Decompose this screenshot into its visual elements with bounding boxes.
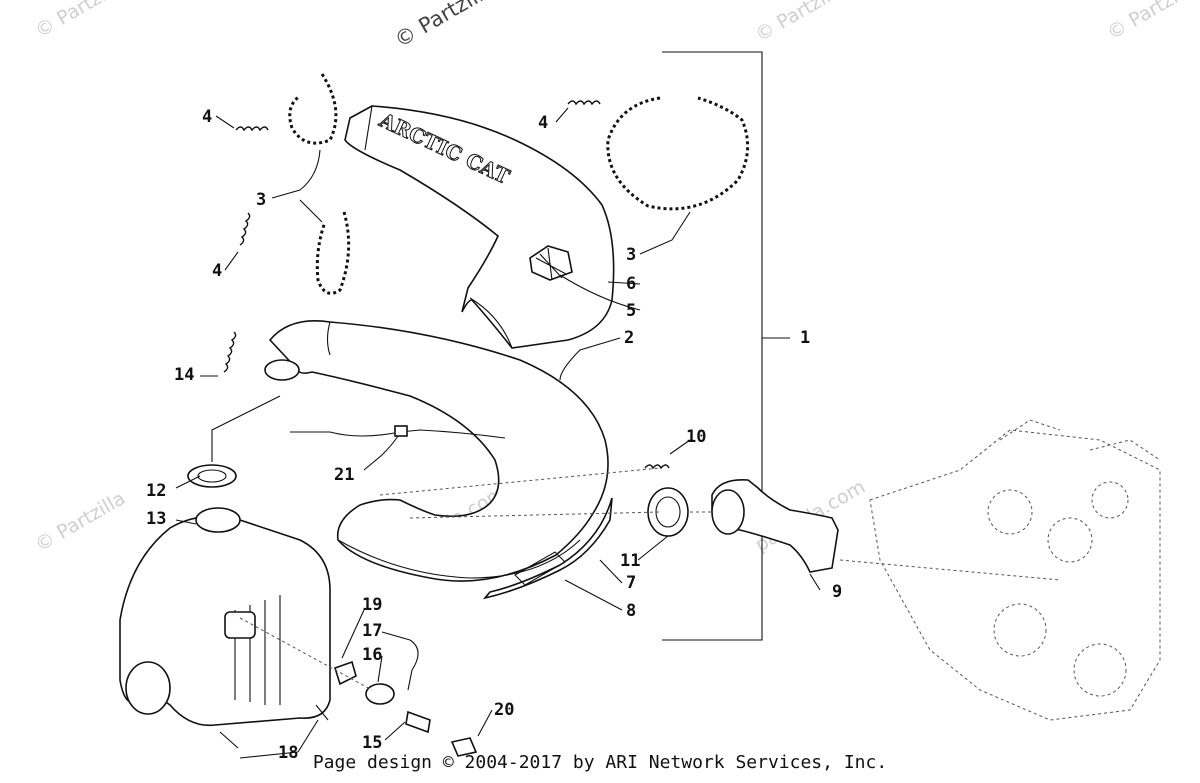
retaining-clip: [407, 639, 419, 691]
callout-8: 8: [626, 601, 636, 621]
hex-nut: [450, 737, 478, 757]
muffler-outlet: [125, 661, 171, 715]
expansion-chamber-pipe: [264, 320, 609, 582]
bolt-right: [315, 704, 329, 721]
watermark-top-right-b: © Partzilla: [1104, 0, 1200, 44]
watermark-top-right-a: © Partzilla: [752, 0, 850, 46]
exhaust-manifold: [711, 478, 839, 573]
callout-16: 16: [362, 645, 382, 665]
lower-decal: [514, 551, 566, 586]
callout-4-top-right: 4: [538, 113, 548, 133]
muffler-seal-ring: [187, 464, 237, 488]
watermark-mid-left: © Partzilla: [32, 487, 130, 556]
muffler-inlet: [195, 507, 241, 533]
retaining-chain-bottom-left: [315, 211, 351, 295]
callout-2: 2: [624, 328, 634, 348]
callout-19: 19: [362, 595, 382, 615]
callout-10: 10: [686, 427, 706, 447]
callout-14: 14: [174, 365, 194, 385]
callout-3-right: 3: [626, 245, 636, 265]
callout-21: 21: [334, 465, 354, 485]
heat-shield-cover: ARCTIC CAT: [344, 105, 615, 349]
sensor-cable: [290, 429, 506, 439]
callout-4-top-left: 4: [202, 107, 212, 127]
callout-13: 13: [146, 509, 166, 529]
spring-top-left: [235, 126, 269, 132]
callout-7: 7: [626, 573, 636, 593]
rubber-grommet: [365, 683, 395, 705]
retaining-chain-top-left: [288, 73, 338, 145]
callout-18: 18: [278, 743, 298, 763]
muffler-bracket: [224, 611, 256, 639]
manifold-inlet: [711, 489, 745, 535]
watermark-top-left: © Partzilla: [32, 0, 130, 42]
assembly-bracket: [662, 51, 790, 641]
lock-washer: [334, 660, 357, 686]
callout-3-left: 3: [256, 190, 266, 210]
callout-5: 5: [626, 301, 636, 321]
callout-6: 6: [626, 274, 636, 294]
callout-17: 17: [362, 621, 382, 641]
bolt-left: [219, 731, 239, 749]
pipe-outlet: [264, 359, 300, 381]
callout-15: 15: [362, 733, 382, 753]
copyright-footer: Page design © 2004-2017 by ARI Network S…: [0, 752, 1200, 773]
footer-text: Page design © 2004-2017 by ARI Network S…: [312, 752, 888, 773]
lower-heat-shield: [482, 497, 613, 600]
spring-mid-left: [239, 212, 251, 246]
exhaust-gasket: [647, 487, 689, 537]
watermark-top-center: © Partzilla: [391, 0, 499, 52]
spring-muffler: [223, 331, 237, 373]
muffler: [119, 507, 331, 727]
sensor-plug: [394, 425, 408, 437]
callout-1: 1: [800, 328, 810, 348]
engine-block: [869, 419, 1161, 721]
callout-12: 12: [146, 481, 166, 501]
callout-20: 20: [494, 700, 514, 720]
spring-manifold: [644, 464, 670, 470]
callout-4-mid-left: 4: [212, 261, 222, 281]
mounting-stud: [405, 710, 431, 734]
callout-9: 9: [832, 582, 842, 602]
retaining-chain-right: [606, 96, 750, 211]
spring-top-right: [567, 100, 601, 106]
callout-11: 11: [620, 551, 640, 571]
